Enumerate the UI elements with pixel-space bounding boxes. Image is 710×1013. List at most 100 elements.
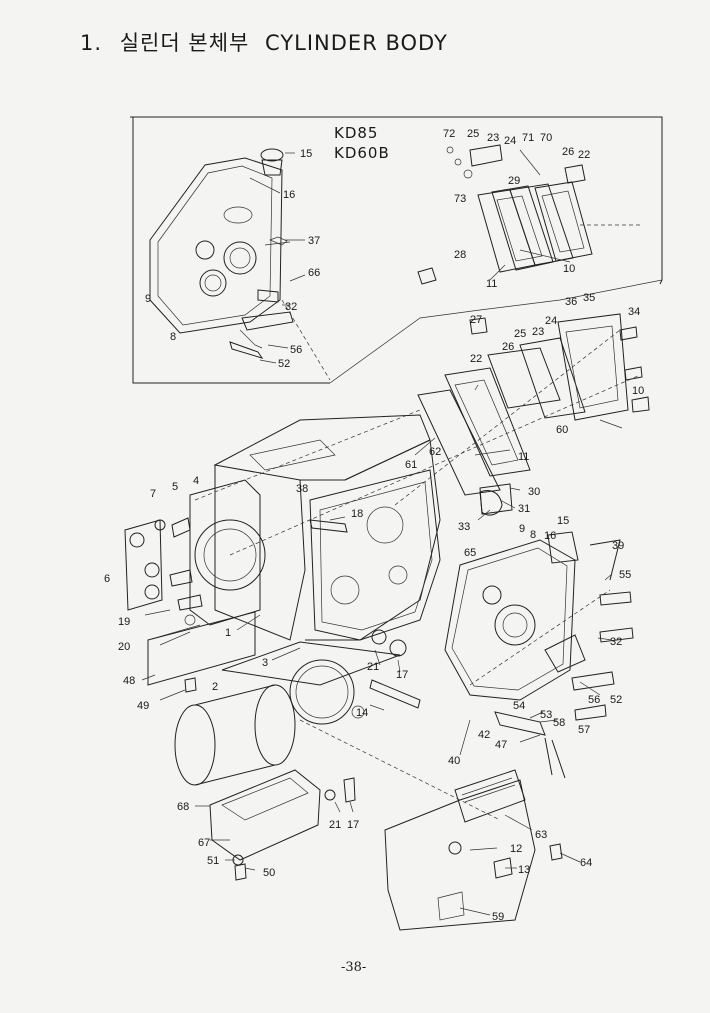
callout-labels: 15 16 37 66 32 9 8 56 52 72 25 23 24 71 … — [104, 128, 644, 923]
inset-model-kd60b: KD60B — [334, 144, 390, 162]
callout-32: 32 — [610, 636, 622, 648]
callout-24-inset: 24 — [504, 135, 516, 147]
callout-18: 18 — [351, 508, 363, 520]
callout-17-lower: 17 — [347, 819, 359, 831]
callout-24: 24 — [545, 315, 557, 327]
callout-35: 35 — [583, 292, 595, 304]
callout-8: 8 — [530, 529, 536, 541]
callout-63: 63 — [535, 829, 547, 841]
callout-65: 65 — [464, 547, 476, 559]
callout-55: 55 — [619, 569, 631, 581]
callout-9-inset: 9 — [145, 293, 151, 305]
base-block-48 — [147, 611, 256, 686]
callout-7: 7 — [150, 488, 156, 500]
callout-5: 5 — [172, 481, 178, 493]
callout-60: 60 — [556, 424, 568, 436]
callout-36: 36 — [565, 296, 577, 308]
bolts — [129, 326, 650, 881]
callout-20: 20 — [118, 641, 130, 653]
callout-50: 50 — [263, 867, 275, 879]
callout-40: 40 — [448, 755, 460, 767]
callout-12: 12 — [510, 843, 522, 855]
callout-64: 64 — [580, 857, 592, 869]
callout-17: 17 — [396, 669, 408, 681]
oil-pan — [209, 769, 356, 861]
callout-61: 61 — [405, 459, 417, 471]
callout-9: 9 — [519, 523, 525, 535]
callout-4: 4 — [193, 475, 199, 487]
callout-13: 13 — [518, 864, 530, 876]
alignment-lines — [194, 224, 641, 821]
callout-16: 16 — [544, 530, 556, 542]
callout-31: 31 — [518, 503, 530, 515]
inset-cover-plates — [417, 144, 593, 285]
section-number: 1. — [80, 31, 103, 55]
callout-29: 29 — [508, 175, 520, 187]
callout-72: 72 — [443, 128, 455, 140]
callout-22: 22 — [470, 353, 482, 365]
callout-25: 25 — [514, 328, 526, 340]
callout-71: 71 — [522, 132, 534, 144]
callout-38: 38 — [296, 483, 308, 495]
callout-21: 21 — [367, 661, 379, 673]
inset-gear-case — [149, 148, 294, 359]
callout-26: 26 — [502, 341, 514, 353]
side-cover — [384, 769, 536, 931]
title-korean: 실린더 본체부 — [119, 31, 250, 55]
cylinder-head — [124, 479, 266, 626]
callout-58: 58 — [553, 717, 565, 729]
callout-19: 19 — [118, 616, 130, 628]
callout-16-inset: 16 — [283, 189, 295, 201]
callout-52: 52 — [610, 694, 622, 706]
callout-42: 42 — [478, 729, 490, 741]
callout-52-inset: 52 — [278, 358, 290, 370]
callout-68: 68 — [177, 801, 189, 813]
callout-53: 53 — [540, 709, 552, 721]
page-title: 1. 실린더 본체부 CYLINDER BODY — [80, 27, 448, 57]
page-number: -38- — [341, 960, 367, 975]
callout-56-inset: 56 — [290, 344, 302, 356]
gear-cover — [444, 531, 621, 701]
callout-8-inset: 8 — [170, 331, 176, 343]
callout-11-inset: 11 — [486, 278, 497, 290]
callout-48: 48 — [123, 675, 135, 687]
callout-34: 34 — [628, 306, 640, 318]
inset-model-kd85: KD85 — [334, 124, 379, 142]
callout-1: 1 — [225, 627, 231, 639]
callout-59: 59 — [492, 911, 504, 923]
callout-37: 37 — [308, 235, 320, 247]
callout-10-inset: 10 — [563, 263, 575, 275]
inset-frame — [130, 116, 663, 384]
callout-57: 57 — [578, 724, 590, 736]
callout-14: 14 — [356, 707, 368, 719]
callout-54: 54 — [513, 700, 525, 712]
callout-15: 15 — [557, 515, 569, 527]
callout-66-inset: 66 — [308, 267, 320, 279]
callout-10: 10 — [632, 385, 644, 397]
callout-28: 28 — [454, 249, 466, 261]
callout-23-inset: 23 — [487, 132, 499, 144]
callout-23: 23 — [532, 326, 544, 338]
callout-32-inset: 32 — [285, 301, 297, 313]
base-plate-3 — [221, 641, 401, 686]
callout-56: 56 — [588, 694, 600, 706]
callout-26-inset: 26 — [562, 146, 574, 158]
callout-15-inset: 15 — [300, 148, 312, 160]
callout-21-lower: 21 — [329, 819, 341, 831]
title-english: CYLINDER BODY — [265, 31, 448, 55]
cylinder-liner — [174, 684, 296, 786]
callout-62: 62 — [429, 446, 441, 458]
callout-51: 51 — [207, 855, 219, 867]
callout-11: 11 — [518, 451, 529, 463]
callout-25-inset: 25 — [467, 128, 479, 140]
inset-frame-diagonal — [329, 279, 663, 384]
callout-73: 73 — [454, 193, 466, 205]
callout-6: 6 — [104, 573, 110, 585]
callout-22-inset: 22 — [578, 149, 590, 161]
o-ring-21 — [289, 659, 355, 725]
callout-70: 70 — [540, 132, 552, 144]
callout-67: 67 — [198, 837, 210, 849]
leader-lines — [141, 149, 623, 916]
callout-49: 49 — [137, 700, 149, 712]
